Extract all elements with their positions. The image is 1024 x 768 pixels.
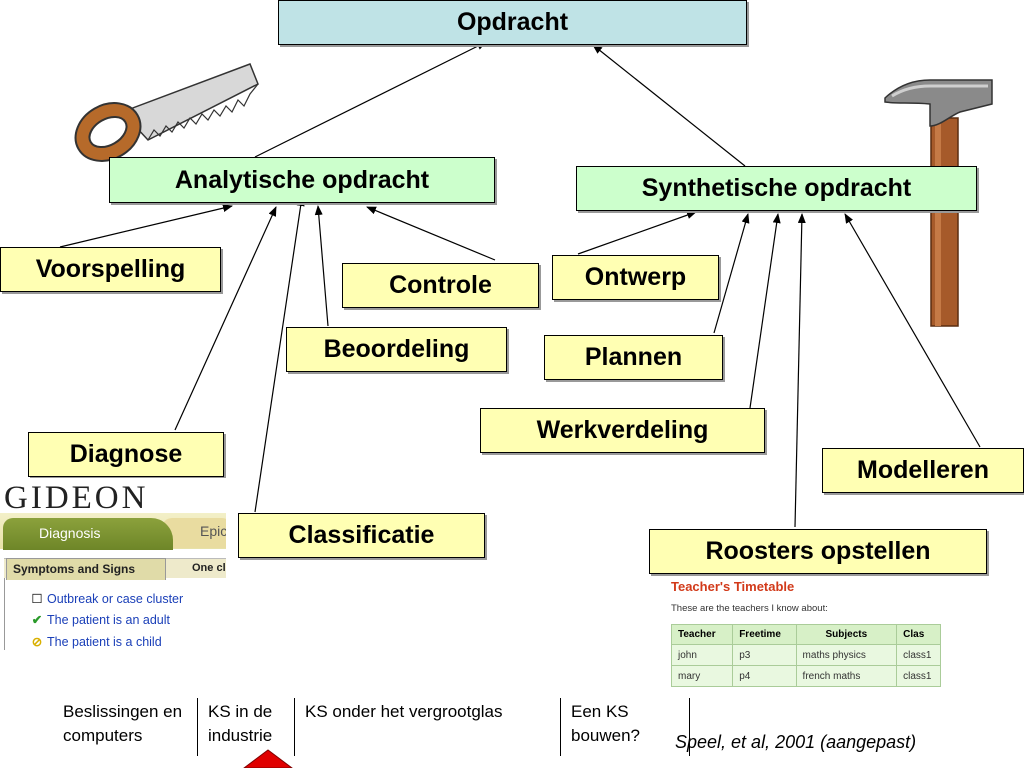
node-analytische-opdracht: Analytische opdracht (109, 157, 495, 203)
arrow-controle (366, 206, 496, 261)
node-diagnose: Diagnose (28, 432, 224, 477)
gideon-screenshot: GIDEON Epic Diagnosis Symptoms and Signs… (0, 478, 226, 650)
gideon-tab-diagnosis: Diagnosis (3, 518, 173, 550)
node-voorspelling: Voorspelling (0, 247, 221, 292)
table-row: john p3 maths physics class1 (670, 644, 941, 666)
gideon-row-label: The patient is an adult (47, 613, 170, 627)
current-section-marker (243, 749, 293, 768)
node-modelleren: Modelleren (822, 448, 1024, 493)
table-header: Clas (896, 624, 941, 645)
node-plannen: Plannen (544, 335, 723, 380)
gideon-row-label: Outbreak or case cluster (47, 592, 184, 606)
arrow-ontwerp (577, 211, 697, 255)
table-cell: french maths (795, 665, 898, 687)
arrow-classificatie (254, 196, 305, 513)
arrow-synthetic-to-root (592, 44, 746, 167)
table-header: Subjects (795, 624, 898, 645)
table-header: Teacher (670, 624, 734, 645)
timetable-title: Teacher's Timetable (671, 579, 795, 594)
node-roosters-opstellen: Roosters opstellen (649, 529, 987, 574)
timetable-subtitle: These are the teachers I know about: (671, 603, 828, 614)
table-header-row: Teacher Freetime Subjects Clas (670, 624, 941, 645)
table-row: mary p4 french maths class1 (670, 665, 941, 687)
gideon-subtab-symptoms: Symptoms and Signs (6, 558, 166, 580)
table-cell: p4 (732, 665, 797, 687)
arrow-voorspelling (59, 204, 233, 248)
nav-item-ks-bouwen[interactable]: Een KS bouwen? (571, 702, 641, 745)
nav-divider (197, 698, 198, 756)
nav-item-ks-industrie[interactable]: KS in de industrie (208, 702, 273, 745)
table-cell: john (670, 644, 734, 666)
check-icon: ✔ (31, 613, 43, 627)
arrow-diagnose (174, 206, 277, 431)
table-cell: class1 (896, 644, 941, 666)
node-synthetische-opdracht: Synthetische opdracht (576, 166, 977, 211)
arrow-modelleren (844, 213, 981, 448)
node-opdracht: Opdracht (278, 0, 747, 45)
timetable-screenshot: Teacher's Timetable These are the teache… (668, 576, 941, 690)
citation: Speel, et al, 2001 (aangepast) (675, 732, 917, 752)
gideon-tree-row: ☐ Outbreak or case cluster (31, 591, 183, 606)
table-cell: mary (670, 665, 734, 687)
node-beoordeling: Beoordeling (286, 327, 507, 372)
arrow-beoordeling (314, 205, 329, 327)
arrow-werkverdeling (749, 213, 781, 409)
node-werkverdeling: Werkverdeling (480, 408, 765, 453)
gideon-tree-row: ✔ The patient is an adult (31, 612, 170, 627)
arrow-analytic-to-root (254, 41, 487, 158)
no-icon: ⊘ (31, 635, 43, 649)
arrow-roosters (794, 213, 806, 528)
nav-divider (294, 698, 295, 756)
nav-item-beslissingen[interactable]: Beslissingen en computers (63, 702, 183, 745)
table-cell: class1 (896, 665, 941, 687)
gideon-logo: GIDEON (4, 480, 149, 516)
timetable-table: Teacher Freetime Subjects Clas john p3 m… (670, 624, 941, 687)
gideon-tab-epic: Epic (162, 518, 226, 548)
table-header: Freetime (732, 624, 797, 645)
nav-item-ks-vergrootglas[interactable]: KS onder het vergrootglas (305, 702, 503, 721)
hammer-icon (884, 79, 993, 327)
table-cell: p3 (732, 644, 797, 666)
saw-icon (74, 63, 259, 162)
table-cell: maths physics (795, 644, 898, 666)
arrow-plannen (713, 213, 750, 334)
gideon-row-label: The patient is a child (47, 635, 162, 649)
checkbox-icon: ☐ (31, 592, 43, 606)
gideon-subtab-other: One cl (192, 562, 226, 574)
nav-divider (689, 698, 690, 756)
node-ontwerp: Ontwerp (552, 255, 719, 300)
nav-divider (560, 698, 561, 756)
node-controle: Controle (342, 263, 539, 308)
gideon-tree-row: ⊘ The patient is a child (31, 634, 162, 649)
node-classificatie: Classificatie (238, 513, 485, 558)
gideon-tree-panel: ☐ Outbreak or case cluster ✔ The patient i… (4, 578, 226, 650)
